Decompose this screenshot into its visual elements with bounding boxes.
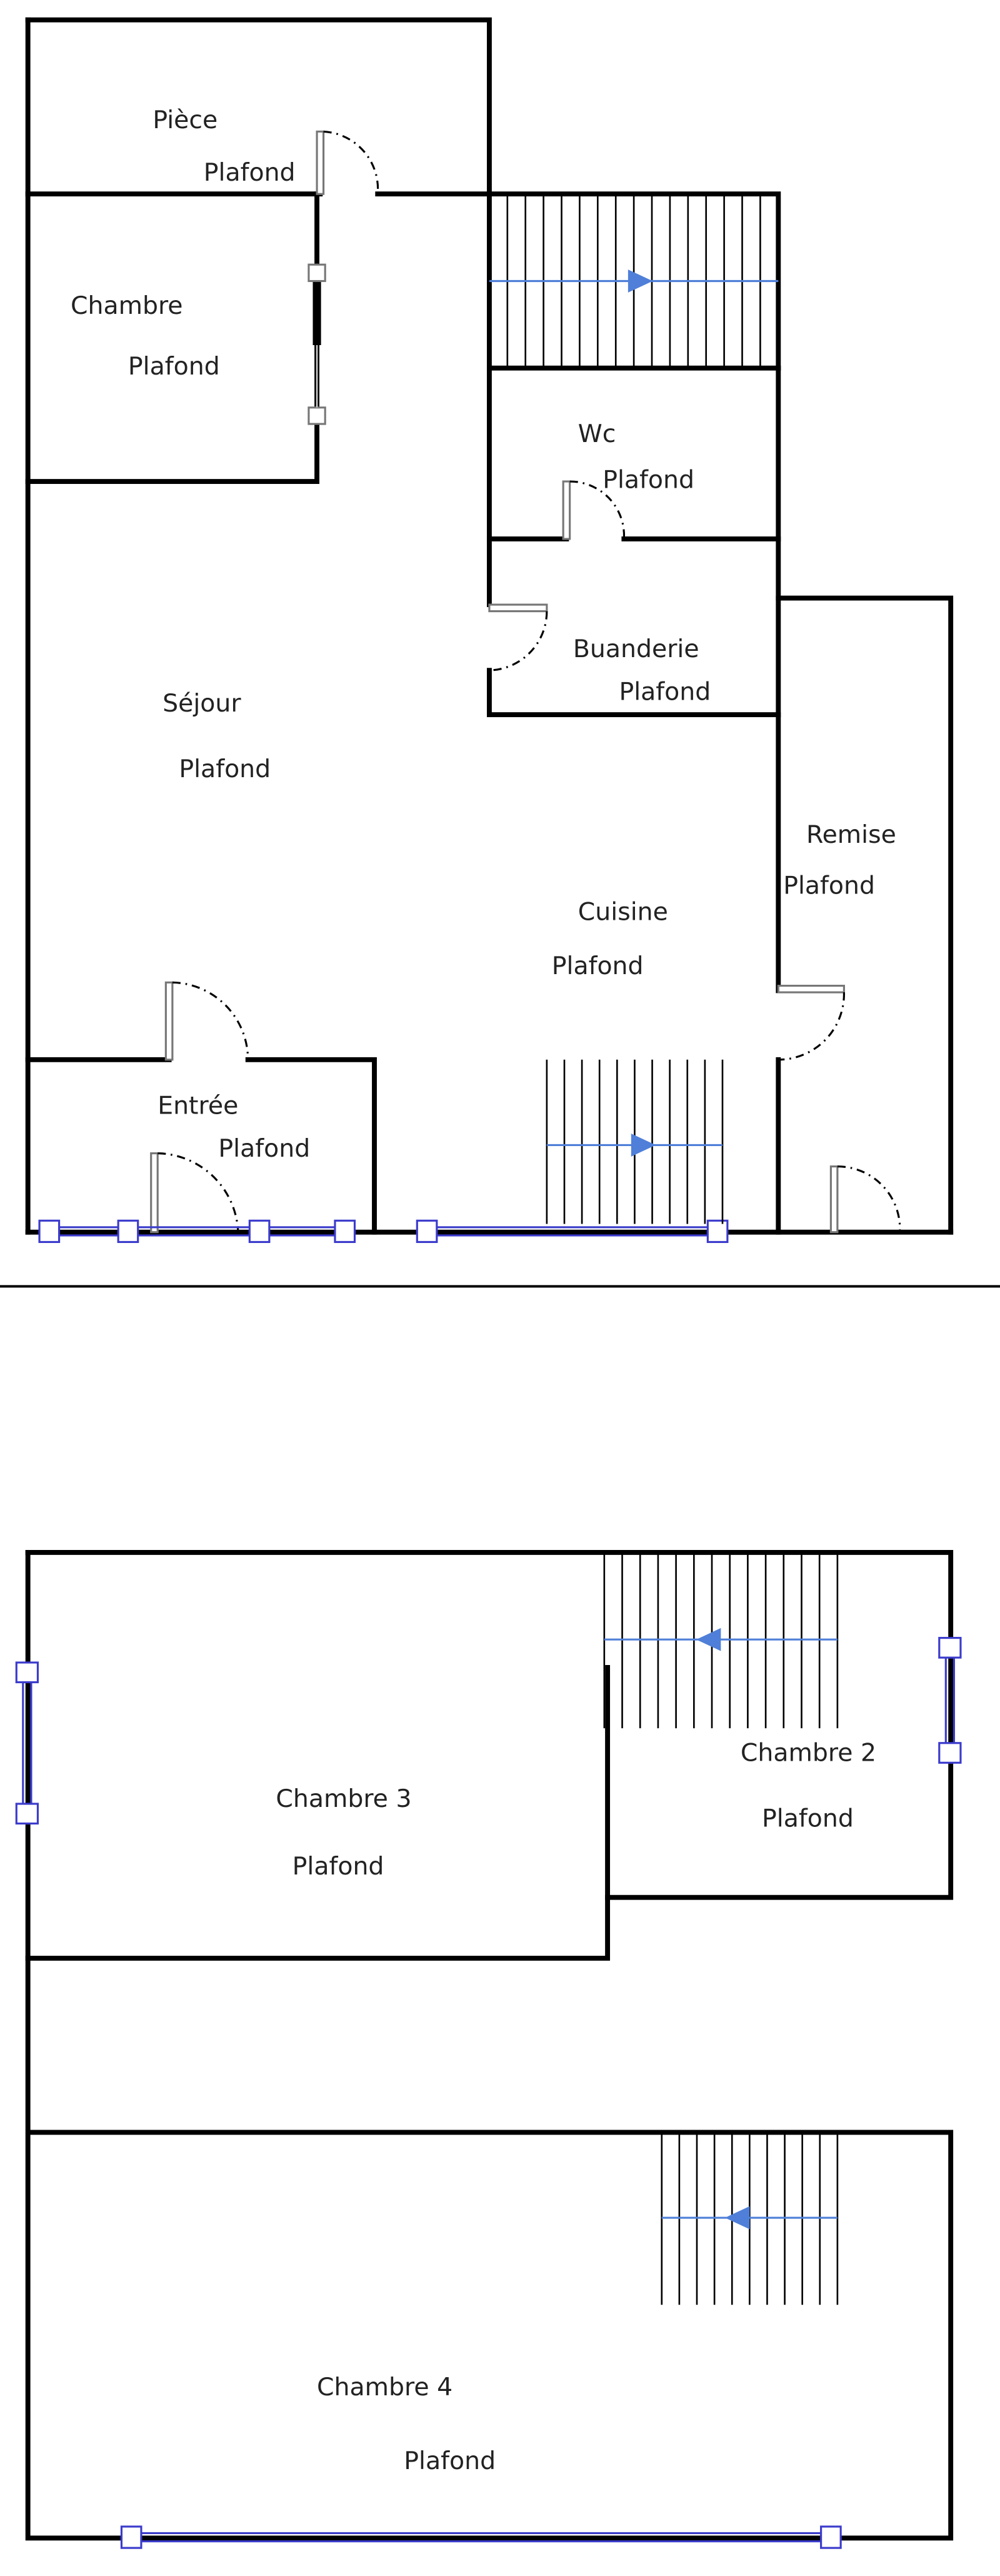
room-name: Pièce bbox=[152, 106, 218, 134]
room-name: Chambre bbox=[71, 291, 183, 320]
room-name: Chambre 2 bbox=[741, 1739, 876, 1768]
room-ceiling: Plafond bbox=[404, 2447, 496, 2475]
room-ceiling: Plafond bbox=[218, 1134, 310, 1163]
room-ceiling: Plafond bbox=[179, 755, 271, 783]
room-ceiling: Plafond bbox=[128, 352, 220, 381]
room-name: Cuisine bbox=[578, 897, 668, 926]
doors-floor-1 bbox=[150, 130, 901, 1234]
room-name: Chambre 3 bbox=[276, 1784, 411, 1813]
stair-arrow-icon bbox=[724, 2206, 750, 2230]
room-ceiling: Plafond bbox=[602, 466, 694, 495]
floor-2-walls bbox=[25, 1550, 954, 2541]
room-ceiling: Plafond bbox=[783, 871, 875, 900]
staircase-1 bbox=[488, 194, 779, 368]
staircase-4 bbox=[661, 2132, 839, 2305]
room-ceiling: Plafond bbox=[204, 158, 296, 187]
room-labels-floor-2: Chambre 2 Plafond Chambre 3 Plafond Cham… bbox=[276, 1739, 876, 2475]
stair-arrow-icon bbox=[696, 1628, 721, 1651]
room-labels-floor-1: Pièce Plafond Chambre Plafond Wc Plafond… bbox=[71, 106, 896, 1163]
chambre-window bbox=[308, 263, 326, 425]
windows-floor-1 bbox=[38, 1219, 729, 1244]
stair-arrow-icon bbox=[631, 1134, 656, 1157]
room-ceiling: Plafond bbox=[762, 1804, 854, 1833]
windows-floor-2 bbox=[15, 1637, 962, 2549]
stair-arrow-icon bbox=[628, 269, 653, 293]
room-name: Wc bbox=[578, 420, 616, 448]
staircase-3 bbox=[603, 1552, 839, 1729]
room-name: Séjour bbox=[162, 689, 241, 718]
room-ceiling: Plafond bbox=[619, 677, 711, 706]
room-ceiling: Plafond bbox=[552, 952, 644, 980]
staircase-2 bbox=[546, 1059, 724, 1224]
room-name: Chambre 4 bbox=[317, 2373, 452, 2402]
room-name: Buanderie bbox=[573, 635, 699, 663]
room-name: Remise bbox=[806, 820, 896, 849]
room-name: Entrée bbox=[158, 1092, 238, 1120]
room-ceiling: Plafond bbox=[292, 1852, 384, 1881]
